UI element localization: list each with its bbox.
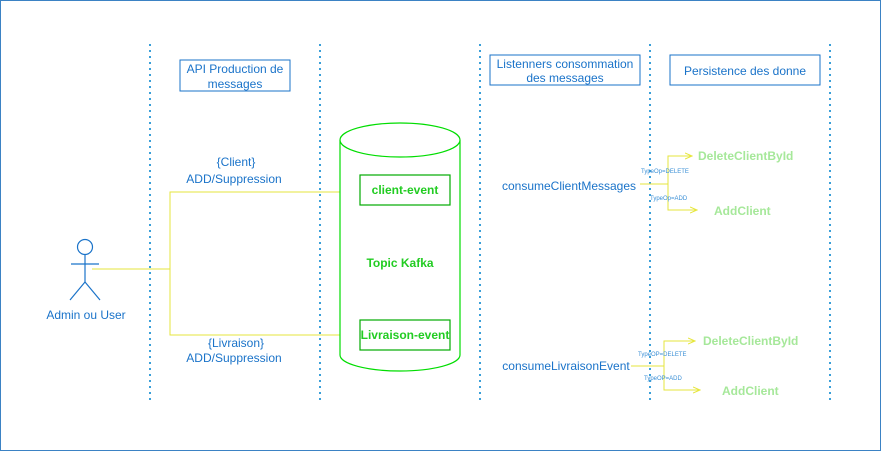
livraison-delete-condition: TypeOP=DELETE bbox=[638, 352, 687, 358]
actor-icon bbox=[69, 238, 101, 301]
producer-connectors bbox=[92, 188, 359, 339]
kafka-title: Topic Kafka bbox=[366, 256, 433, 270]
topic-livraison-event: Livraison-event bbox=[359, 319, 451, 351]
lane-api-line2: messages bbox=[208, 77, 263, 91]
lane-listeners-line1: Listenners consommation bbox=[497, 57, 634, 71]
actor-label: Admin ou User bbox=[46, 308, 125, 322]
flow-livraison-line1: {Livraison} bbox=[208, 336, 264, 350]
lane-api-line1: API Production de bbox=[187, 62, 284, 76]
lane-listeners-line2: des messages bbox=[526, 71, 603, 85]
consumer-livraison: consumeLivraisonEvent bbox=[502, 359, 630, 373]
consumer-client: consumeClientMessages bbox=[502, 179, 636, 193]
client-branch-connectors bbox=[640, 156, 697, 210]
topic-client-label: client-event bbox=[372, 183, 439, 197]
topic-client-event: client-event bbox=[359, 174, 451, 206]
flow-client-line2: ADD/Suppression bbox=[186, 172, 281, 186]
flow-client-line1: {Client} bbox=[217, 155, 256, 169]
lane-header-listeners: Listenners consommation des messages bbox=[489, 54, 641, 86]
lane-header-api: API Production de messages bbox=[179, 59, 291, 92]
livraison-branch-connectors bbox=[631, 341, 700, 390]
lane-header-persistence: Persistence des donne bbox=[669, 54, 821, 86]
lane-persistence-label: Persistence des donne bbox=[684, 64, 806, 78]
client-delete-condition: TypeOp=DELETE bbox=[641, 169, 689, 175]
op-livraison-delete: DeleteClientById bbox=[703, 334, 798, 348]
client-add-condition: TypeOp=ADD bbox=[650, 196, 688, 202]
op-client-delete: DeleteClientById bbox=[698, 149, 793, 163]
livraison-add-condition: TypeOP=ADD bbox=[644, 376, 683, 382]
op-livraison-add: AddClient bbox=[722, 384, 779, 398]
op-client-add: AddClient bbox=[714, 204, 771, 218]
flow-livraison-line2: ADD/Suppression bbox=[186, 351, 281, 365]
topic-livraison-label: Livraison-event bbox=[361, 328, 450, 342]
